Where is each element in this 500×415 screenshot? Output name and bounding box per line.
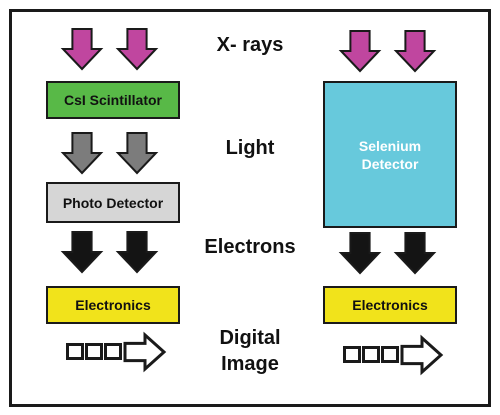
xray-arrow-icon: [393, 30, 437, 73]
digital-bit-icon: [66, 343, 84, 360]
electronics-box-left: Electronics: [46, 286, 180, 324]
digital-bit-icon: [343, 346, 361, 363]
electron-arrow-icon: [393, 232, 437, 275]
csi-scintillator-label: CsI Scintillator: [63, 92, 163, 108]
selenium-detector-label-line2: Detector: [361, 155, 419, 172]
selenium-detector-label-line1: Selenium: [358, 137, 422, 154]
digital-bit-icon: [85, 343, 103, 360]
photo-detector-label: Photo Detector: [62, 194, 164, 211]
light-arrow-icon: [115, 132, 159, 175]
xray-arrow-icon: [60, 28, 104, 71]
electronics-box-right: Electronics: [323, 286, 457, 324]
electron-arrow-icon: [338, 232, 382, 275]
electronics-label-left: Electronics: [75, 297, 151, 313]
csi-scintillator-box: CsI Scintillator: [46, 81, 180, 119]
photo-detector-box: Photo Detector: [46, 182, 180, 223]
electron-arrow-icon: [60, 231, 104, 274]
digital-bit-icon: [104, 343, 122, 360]
light-arrow-icon: [60, 132, 104, 175]
digital-bit-icon: [362, 346, 380, 363]
digital-output-arrow-icon: [400, 334, 444, 376]
stage-label-digital: Digital: [219, 327, 281, 349]
digital-bit-icon: [381, 346, 399, 363]
selenium-detector-box: Selenium Detector: [323, 81, 457, 228]
xray-arrow-icon: [338, 30, 382, 73]
stage-label-xrays: X- rays: [216, 34, 284, 56]
digital-output-arrow-icon: [123, 331, 167, 373]
stage-label-electrons: Electrons: [204, 236, 296, 258]
xray-arrow-icon: [115, 28, 159, 71]
stage-label-image: Image: [221, 353, 279, 375]
electron-arrow-icon: [115, 231, 159, 274]
electronics-label-right: Electronics: [352, 297, 428, 313]
stage-label-light: Light: [225, 137, 275, 159]
